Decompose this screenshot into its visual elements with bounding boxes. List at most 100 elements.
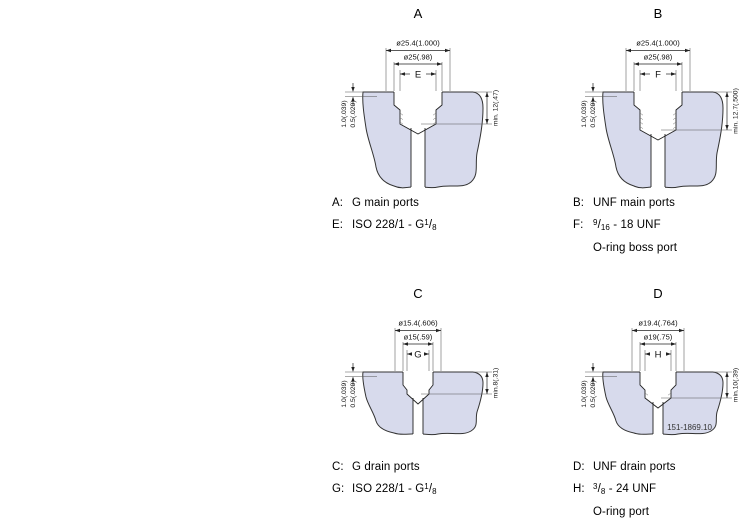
dim-arrow bbox=[677, 62, 682, 66]
dim-arrow bbox=[666, 352, 671, 356]
figure-label-a: A bbox=[413, 6, 423, 21]
legend-key: G: bbox=[332, 483, 345, 495]
bore-outline bbox=[633, 92, 683, 187]
figure-b: B ø25.4(1.000) ø25(.98) F 1.0(.039)0.5(.020… bbox=[573, 6, 743, 204]
legend-text: G drain ports bbox=[352, 461, 420, 473]
bore-outline bbox=[402, 372, 434, 434]
drawing-number: 151-1869.10 bbox=[667, 423, 712, 432]
dim-outer-text: ø19.4(.764) bbox=[638, 319, 678, 328]
dim-arrow bbox=[485, 372, 489, 377]
legend-line: B: UNF main ports bbox=[573, 192, 677, 214]
legend-line: H: 3/8 - 24 UNF bbox=[573, 478, 676, 501]
legend-text: UNF drain ports bbox=[593, 461, 676, 473]
dim-step1-text: 1.0(.039) bbox=[581, 380, 588, 407]
dim-arrow bbox=[403, 342, 408, 346]
port-letter-text: F bbox=[655, 70, 661, 81]
port-letter-text: E bbox=[415, 70, 421, 81]
legend-text: 3/8 - 24 UNF bbox=[593, 478, 656, 501]
fraction-denominator: 8 bbox=[600, 487, 606, 496]
legend-line: C: G drain ports bbox=[332, 456, 437, 478]
dim-arrow bbox=[725, 393, 729, 398]
drain-passage bbox=[413, 396, 423, 438]
port-section-drawing-a: ø25.4(1.000)ø25(.98)E1.0(.039)0.5(.020)m… bbox=[341, 39, 500, 191]
port-section-drawing-b: ø25.4(1.000) ø25(.98) F 1.0(.039)0.5(.020) m… bbox=[581, 39, 740, 191]
thread-marks bbox=[639, 112, 677, 129]
dim-depth-text: min. 12.7(.500) bbox=[733, 88, 740, 134]
drain-passage bbox=[653, 400, 663, 438]
legend-text: G main ports bbox=[352, 197, 420, 209]
legend-key: H: bbox=[573, 483, 585, 495]
dim-inner-text: ø25(.98) bbox=[644, 53, 673, 62]
dim-arrow bbox=[634, 62, 639, 66]
figure-label-b: B bbox=[653, 6, 663, 21]
dim-step1-text: 1.0(.039) bbox=[341, 100, 348, 127]
dim-arrow bbox=[591, 96, 595, 102]
legend-d: D: UNF drain ports H: 3/8 - 24 UNF O-rin… bbox=[573, 456, 676, 519]
dim-inner-text: ø15(.59) bbox=[404, 333, 433, 342]
drain-passage bbox=[411, 126, 425, 191]
dim-arrow bbox=[351, 376, 355, 382]
dim-outer-text: ø25.4(1.000) bbox=[636, 39, 680, 48]
dim-inner-text: ø19(.75) bbox=[644, 333, 673, 342]
dim-arrow bbox=[485, 119, 489, 124]
legend-text-pre: ISO 228/1 - G bbox=[352, 483, 425, 495]
port-letter-text: G bbox=[414, 350, 421, 361]
fraction-denominator: 8 bbox=[432, 223, 437, 232]
fraction-slash: / bbox=[428, 219, 433, 231]
port-section-drawing-d: ø19.4(.764)ø19(.75)H1.0(.039)0.5(.020)mi… bbox=[581, 319, 740, 438]
legend-a: A: G main ports E: ISO 228/1 - G1/8 bbox=[332, 192, 437, 237]
fraction-denominator: 8 bbox=[432, 487, 437, 496]
dim-arrow bbox=[431, 72, 436, 76]
legend-line: A: G main ports bbox=[332, 192, 437, 214]
dim-inner-text: ø25(.98) bbox=[404, 53, 433, 62]
dim-outer-text: ø25.4(1.000) bbox=[396, 39, 440, 48]
legend-line: O-ring boss port bbox=[573, 237, 677, 259]
dim-arrow bbox=[407, 352, 412, 356]
legend-text-post: - 18 UNF bbox=[609, 219, 661, 231]
port-letter-text: H bbox=[655, 350, 662, 361]
dim-step2-text: 0.5(.020) bbox=[590, 100, 597, 127]
thread-marks bbox=[644, 392, 672, 396]
dim-arrow bbox=[436, 328, 441, 333]
legend-key: F: bbox=[573, 219, 584, 231]
legend-key: C: bbox=[332, 461, 344, 473]
fraction-numerator: 1 bbox=[424, 218, 429, 227]
port-bore bbox=[403, 371, 433, 404]
fraction-numerator: 9 bbox=[593, 218, 598, 227]
legend-line: G: ISO 228/1 - G1/8 bbox=[332, 478, 437, 501]
dim-step2-text: 0.5(.020) bbox=[350, 100, 357, 127]
legend-text: ISO 228/1 - G1/8 bbox=[352, 214, 437, 237]
dim-arrow bbox=[591, 376, 595, 382]
fraction-numerator: 1 bbox=[424, 482, 429, 491]
legend-text: O-ring boss port bbox=[593, 242, 678, 254]
legend-text: UNF main ports bbox=[593, 197, 675, 209]
legend-text: O-ring port bbox=[593, 506, 650, 518]
legend-text: 9/16 - 18 UNF bbox=[593, 214, 661, 237]
dim-arrow bbox=[671, 72, 676, 76]
figure-a: A ø25.4(1.000) ø25(.98) E 1.0(.039)0.5(.020… bbox=[333, 6, 503, 204]
dim-arrow bbox=[725, 125, 729, 130]
dim-arrow bbox=[386, 48, 391, 53]
dim-outer-text: ø15.4(.606) bbox=[398, 319, 438, 328]
dim-step1-text: 1.0(.039) bbox=[581, 100, 588, 127]
dim-step2-text: 0.5(.020) bbox=[590, 380, 597, 407]
dim-arrow bbox=[485, 389, 489, 394]
bore-outline bbox=[639, 372, 677, 434]
dim-arrow bbox=[671, 342, 676, 346]
legend-line: F: 9/16 - 18 UNF bbox=[573, 214, 677, 237]
dim-arrow bbox=[685, 48, 690, 53]
dim-arrow bbox=[591, 87, 595, 92]
dim-arrow bbox=[445, 48, 450, 53]
legend-b: B: UNF main ports F: 9/16 - 18 UNF O-rin… bbox=[573, 192, 677, 259]
dim-arrow bbox=[485, 92, 489, 97]
fraction-slash: / bbox=[428, 483, 433, 495]
legend-key: E: bbox=[332, 219, 344, 231]
dim-arrow bbox=[725, 372, 729, 377]
dim-step2-text: 0.5(.020) bbox=[350, 380, 357, 407]
legend-key: A: bbox=[332, 197, 344, 209]
dim-arrow bbox=[640, 342, 645, 346]
dim-arrow bbox=[679, 328, 684, 333]
